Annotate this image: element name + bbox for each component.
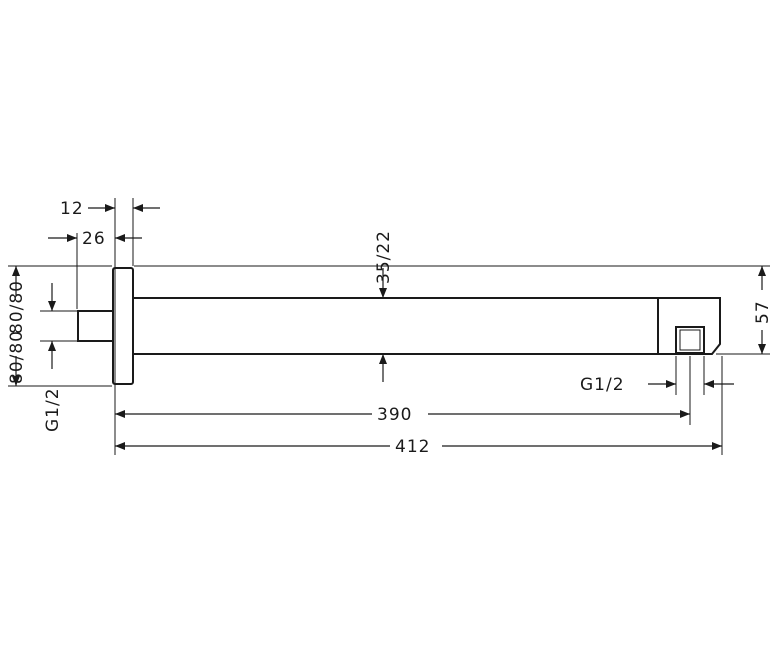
label-57: 57 xyxy=(753,300,773,324)
label-390: 390 xyxy=(377,405,412,425)
outlet-thread-inner xyxy=(679,329,701,351)
label-26: 26 xyxy=(82,229,106,249)
label-g12-right: G1/2 xyxy=(580,375,625,395)
shower-arm-outline xyxy=(77,267,721,385)
outlet-thread xyxy=(675,326,705,354)
label-g12-left: G1/2 xyxy=(43,387,63,432)
dimension-lines xyxy=(12,204,766,450)
label-12: 12 xyxy=(60,199,84,219)
dimension-labels: 12 26 35/22 80/80 80/80 G1/2 57 G1/2 390… xyxy=(7,199,773,457)
arm-tube xyxy=(132,297,659,355)
connector-nipple xyxy=(77,310,114,342)
label-35-22: 35/22 xyxy=(374,230,394,284)
label-80-80-b: 80/80 xyxy=(7,330,27,384)
label-80-80-a: 80/80 xyxy=(7,280,27,334)
wall-flange xyxy=(112,267,134,385)
label-412: 412 xyxy=(395,437,430,457)
